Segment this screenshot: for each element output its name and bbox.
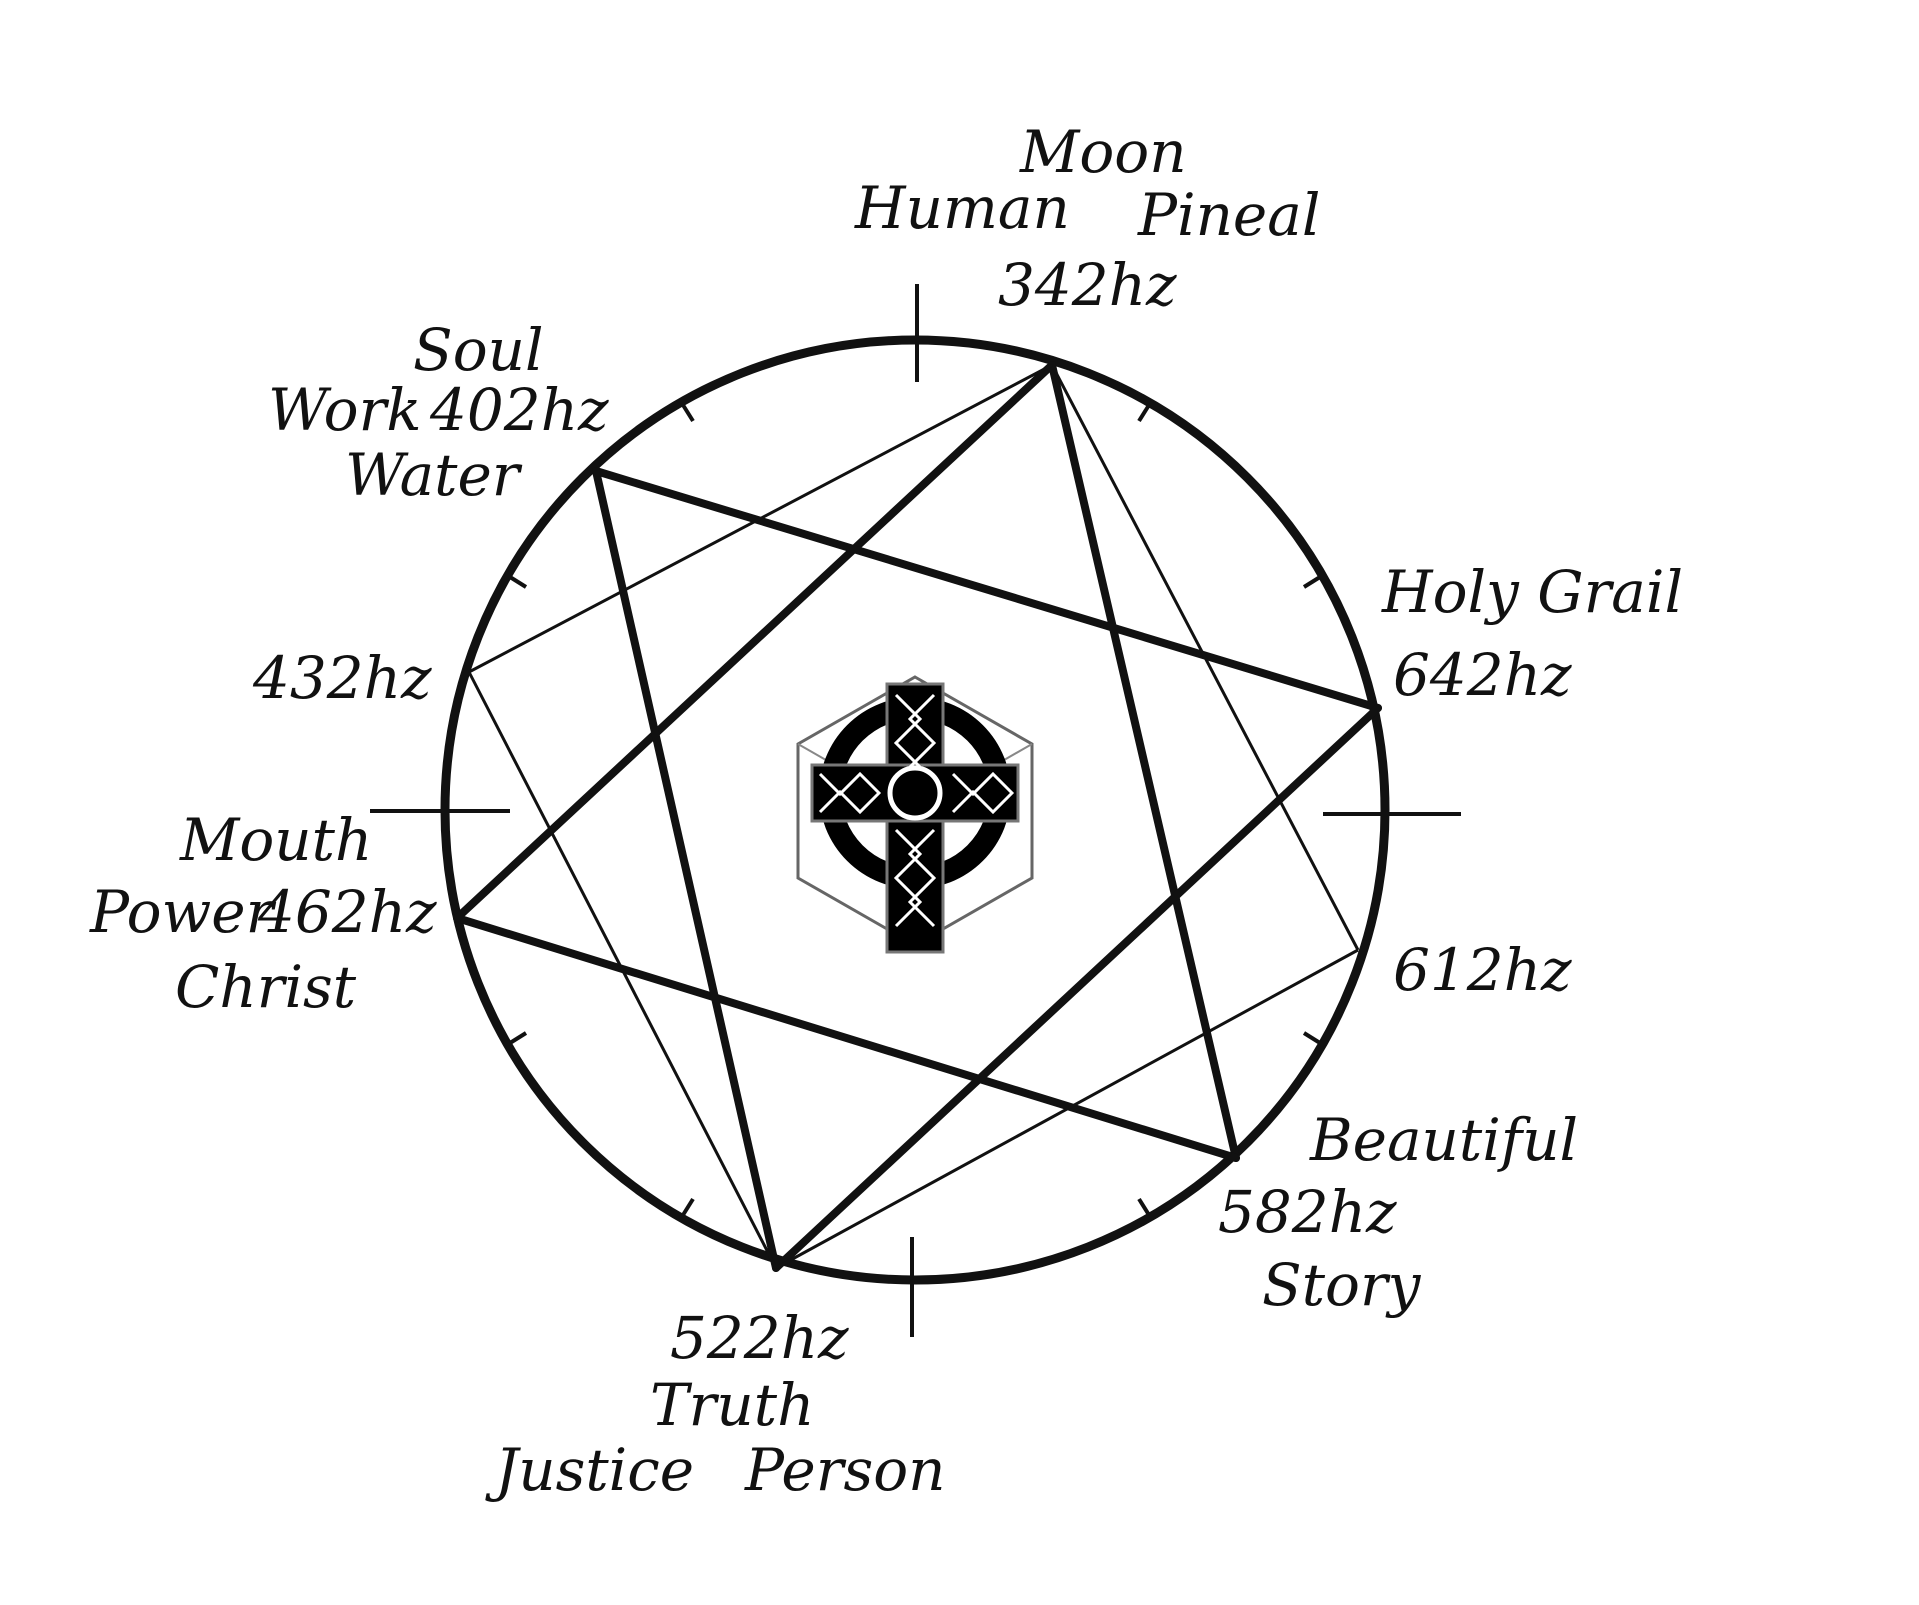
label-462hz: 462hz	[257, 878, 437, 946]
label-group-lower-right: Beautiful 582hz Story	[1218, 1106, 1578, 1319]
label-group-left: 432hz	[252, 644, 432, 712]
label-story: Story	[1262, 1251, 1422, 1319]
label-water: Water	[345, 441, 523, 509]
minor-tick	[1139, 405, 1149, 421]
celtic-cross-icon	[798, 677, 1032, 952]
label-truth: Truth	[650, 1371, 814, 1439]
label-402hz: 402hz	[429, 376, 609, 444]
label-582hz: 582hz	[1218, 1178, 1397, 1246]
label-soul: Soul	[413, 316, 544, 384]
label-642hz: 642hz	[1393, 641, 1572, 709]
label-holy-grail: Holy Grail	[1381, 558, 1683, 626]
minor-tick	[683, 405, 693, 421]
minor-tick	[1304, 1033, 1320, 1043]
label-group-upper-left: Soul Work 402hz Water	[268, 316, 609, 509]
label-group-right-high: Holy Grail 642hz	[1381, 558, 1683, 709]
label-pineal: Pineal	[1137, 181, 1320, 249]
minor-tick	[510, 1033, 526, 1043]
label-612hz: 612hz	[1393, 936, 1572, 1004]
label-522hz: 522hz	[670, 1304, 849, 1372]
label-person: Person	[744, 1436, 946, 1504]
label-justice: Justice	[485, 1436, 694, 1504]
label-342hz: 342hz	[998, 251, 1177, 319]
label-432hz: 432hz	[252, 644, 432, 712]
minor-tick	[1304, 577, 1320, 587]
minor-tick	[510, 577, 526, 587]
label-christ: Christ	[175, 953, 357, 1021]
thin-line	[1052, 365, 1358, 950]
label-group-lower-left: Mouth Power 462hz Christ	[89, 806, 437, 1021]
minor-tick	[683, 1199, 693, 1215]
label-human: Human	[854, 174, 1070, 242]
label-group-bottom: 522hz Truth Justice Person	[485, 1304, 946, 1504]
label-group-right-low: 612hz	[1393, 936, 1572, 1004]
label-group-top: Moon Human Pineal 342hz	[854, 118, 1320, 319]
label-mouth: Mouth	[179, 806, 372, 874]
star-line	[596, 471, 1378, 708]
label-beautiful: Beautiful	[1309, 1106, 1578, 1174]
label-work: Work	[268, 376, 421, 444]
label-power: Power	[89, 878, 277, 946]
star-line	[1052, 365, 1236, 1158]
cross-center-circle	[890, 768, 940, 818]
minor-tick	[1139, 1199, 1149, 1215]
